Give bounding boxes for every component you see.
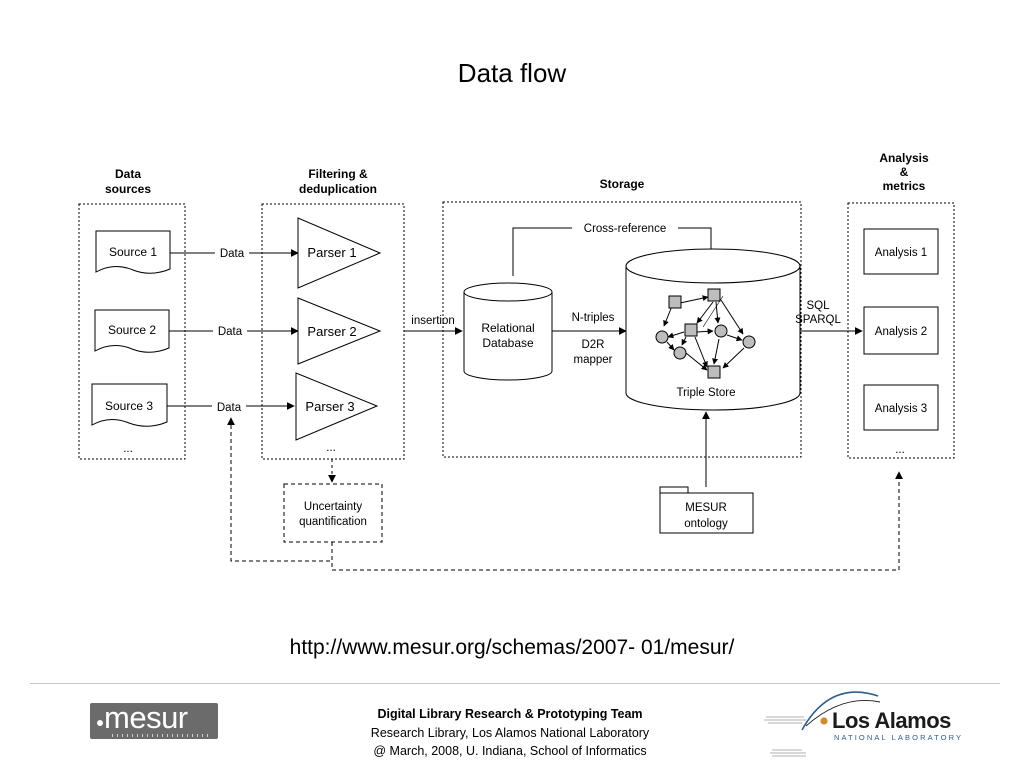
parser-1: Parser 1 [297,217,382,289]
mesur-logo-dot [97,720,103,726]
lanl-logo-subtext: NATIONAL LABORATORY [834,733,964,742]
source-2: Source 2 [94,309,170,353]
parser-3-label: Parser 3 [305,399,354,414]
triple-store-label: Triple Store [676,387,735,399]
analysis-2-label: Analysis 2 [875,326,927,338]
edge-label-insertion: insertion [411,315,454,327]
analysis-1-label: Analysis 1 [875,247,927,259]
parser-2-label: Parser 2 [307,324,356,339]
mesur-logo: mesur [90,703,218,739]
slide-title: Data flow [457,58,567,88]
header-analysis: Analysis&metrics [879,151,929,193]
triple-store: Triple Store [625,248,801,411]
header-storage: Storage [600,177,645,191]
analysis-3-label: Analysis 3 [875,403,927,415]
mesur-logo-text: mesur [104,703,188,735]
feedback-edge-to-analysis [331,471,903,571]
presentation-date: @ March, 2008, U. Indiana, School of Inf… [373,744,647,758]
edge-label-ntriples: N-triples [572,312,615,324]
group-storage [442,201,802,458]
lanl-logo: Los Alamos NATIONAL LABORATORY [760,680,964,760]
source-2-label: Source 2 [108,323,156,337]
analysis-ellipsis: ... [895,444,905,456]
header-filtering: Filtering &deduplication [299,167,377,196]
analysis-3: Analysis 3 [863,384,939,431]
source-1-label: Source 1 [109,245,157,259]
parser-1-label: Parser 1 [307,245,356,260]
edge-label-data-2: Data [218,326,243,338]
group-analysis [847,202,955,459]
source-3: Source 3 [91,383,168,427]
lanl-logo-text: Los Alamos [832,708,951,733]
schema-url[interactable]: http://www.mesur.org/schemas/2007- 01/me… [289,636,735,659]
team-name: Digital Library Research & Prototyping T… [377,707,643,721]
library-name: Research Library, Los Alamos National La… [370,725,650,740]
parser-2: Parser 2 [297,297,382,365]
parsers-ellipsis: ... [326,442,336,454]
analysis-2: Analysis 2 [863,306,939,355]
edge-label-data-1: Data [220,248,245,260]
source-1: Source 1 [95,230,171,274]
footer-divider [30,683,1000,684]
footer-credits: Digital Library Research & Prototyping T… [300,705,720,761]
edge-label-cross-reference: Cross-reference [584,223,666,235]
parser-3: Parser 3 [295,372,379,441]
source-3-label: Source 3 [105,399,153,413]
sources-ellipsis: ... [123,443,133,455]
edge-label-data-3: Data [217,402,242,414]
mesur-logo-ticks [112,734,212,737]
lanl-emblem-icon [764,691,881,757]
rdf-graph [655,288,756,379]
analysis-1: Analysis 1 [863,228,939,275]
